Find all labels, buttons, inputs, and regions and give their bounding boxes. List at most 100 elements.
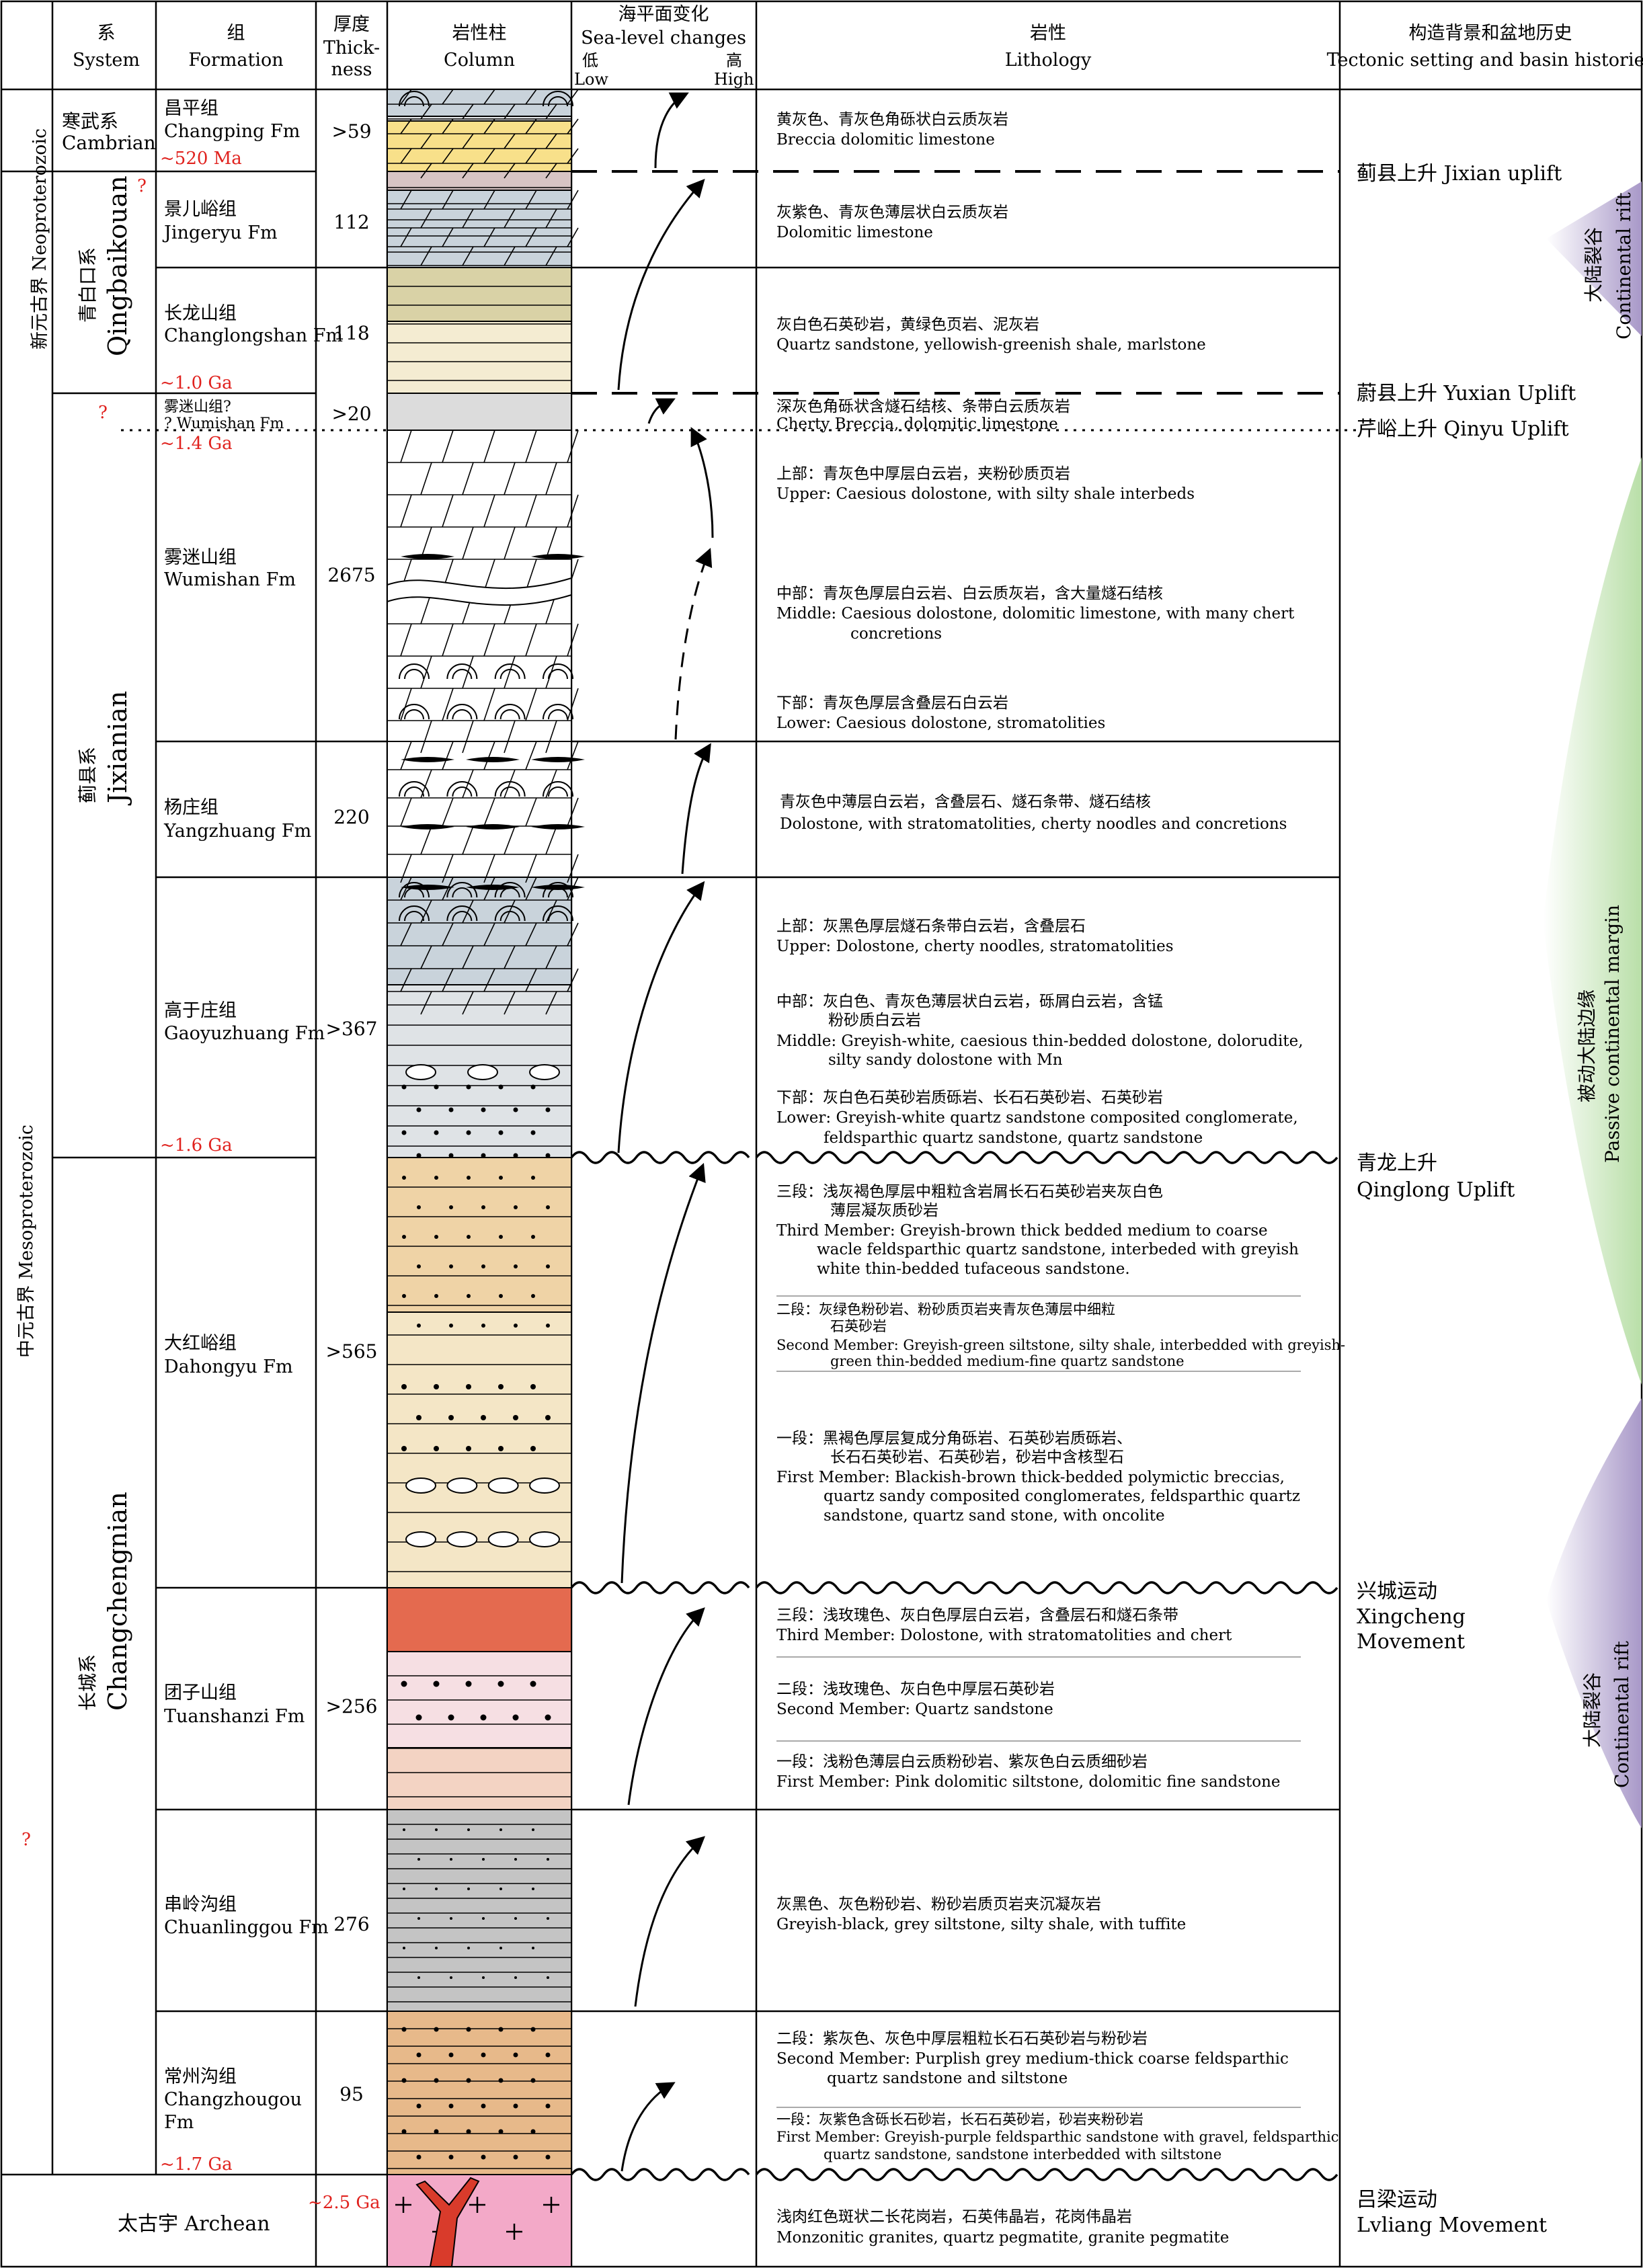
thick-yangzhuang: 220 bbox=[333, 806, 369, 828]
sand-dot bbox=[498, 1084, 504, 1090]
sand-dot bbox=[467, 1294, 471, 1298]
sand-dot bbox=[401, 1130, 407, 1135]
sand-dot bbox=[481, 1415, 486, 1420]
lith-tuanshanzi-en-2: Second Member: Quartz sandstone bbox=[776, 1701, 1053, 1718]
bed-line bbox=[545, 825, 557, 855]
header-sealevel-en: Sea-level changes bbox=[581, 28, 746, 48]
sand-dot bbox=[466, 2027, 471, 2032]
rift-lower-en: Continental rift bbox=[1611, 1640, 1633, 1788]
bed-line bbox=[483, 688, 495, 721]
lithology-column bbox=[387, 89, 572, 2267]
lith-gaoyuzhuang-en-2b: silty sandy dolostone with Mn bbox=[828, 1051, 1063, 1069]
sand-dot bbox=[531, 1294, 535, 1298]
lith-dahongyu-cn-1b: 薄层凝灰质砂岩 bbox=[830, 1202, 938, 1219]
unconformity-dashes bbox=[571, 170, 1340, 395]
sand-dot bbox=[433, 1680, 440, 1687]
sand-dot bbox=[530, 1084, 536, 1090]
lith-tuanshanzi-cn-3: 三段：浅玫瑰色、灰白色厚层白云岩，含叠层石和燧石条带 bbox=[776, 1607, 1178, 1624]
bed-line bbox=[525, 118, 537, 134]
bed-line bbox=[400, 741, 412, 770]
tect-qinglong-en: Qinglong Uplift bbox=[1357, 1178, 1515, 1202]
sand-dot bbox=[449, 1205, 453, 1209]
question-neo: ? bbox=[137, 176, 147, 196]
system-qingbaikou-cn: 青白口系 bbox=[77, 247, 99, 323]
fm-jingeryu-cn: 景儿峪组 bbox=[164, 199, 237, 220]
sand-dot bbox=[545, 2154, 551, 2160]
age-labels: ~520 Ma ~1.0 Ga ~1.4 Ga ~1.6 Ga ~1.7 Ga … bbox=[160, 149, 380, 2213]
stromatolite bbox=[494, 663, 526, 680]
lithology-symbols bbox=[395, 91, 585, 2240]
sand-dot bbox=[449, 1264, 453, 1268]
bed-line bbox=[525, 741, 537, 770]
bed-line bbox=[483, 89, 495, 105]
bed-line bbox=[442, 190, 454, 210]
sand-dot bbox=[532, 1888, 534, 1890]
sand-dot bbox=[514, 1264, 518, 1268]
bed-line bbox=[462, 899, 474, 924]
thick-tuanshanzi: >256 bbox=[326, 1695, 378, 1717]
bed-line bbox=[567, 968, 579, 992]
stromatolite bbox=[543, 663, 573, 680]
chert-nodule bbox=[466, 757, 520, 762]
header-thickness-en1: Thick- bbox=[323, 38, 380, 58]
passive-cn: 被动大陆边缘 bbox=[1576, 989, 1598, 1102]
fm-yangzhuang-cn: 杨庄组 bbox=[164, 797, 218, 818]
thick-gaoyuzhuang: >367 bbox=[326, 1018, 378, 1040]
bed-line bbox=[483, 854, 495, 883]
sand-dot bbox=[481, 2154, 486, 2160]
fm-tuanshanzi-cn: 团子山组 bbox=[164, 1683, 237, 1703]
bed-line bbox=[525, 148, 537, 164]
bed-line bbox=[504, 246, 516, 266]
sand-dot bbox=[530, 1130, 536, 1135]
bed-line bbox=[483, 559, 495, 592]
sand-dot bbox=[416, 2103, 422, 2109]
stromatolite bbox=[543, 905, 573, 922]
sand-dot bbox=[466, 1384, 471, 1389]
lith-wumishan-en-1: Upper: Caesious dolostone, with silty sh… bbox=[776, 485, 1195, 503]
system-jixian-en: Jixianian bbox=[103, 691, 132, 806]
bed-line bbox=[420, 462, 432, 495]
bed-line bbox=[400, 623, 412, 657]
stromatolite bbox=[446, 663, 478, 680]
sand-dot bbox=[448, 1714, 454, 1721]
layer-yangzhuang bbox=[387, 741, 572, 878]
era-mesoproterozoic: 中元古界 Mesoproterozoic bbox=[16, 1125, 37, 1358]
sand-dot bbox=[498, 2027, 504, 2032]
bed-line bbox=[525, 877, 537, 901]
bed-line bbox=[442, 877, 454, 901]
sand-dot bbox=[402, 1235, 406, 1239]
bed-line bbox=[504, 163, 516, 179]
lith-wumishan-cn-2: 中部：青灰色厚层白云岩、白云质灰岩，含大量燧石结核 bbox=[776, 585, 1163, 602]
age-2-5: ~2.5 Ga bbox=[308, 2193, 380, 2213]
sand-dot bbox=[466, 2129, 471, 2134]
bed-line bbox=[483, 623, 495, 657]
chert-nodule bbox=[401, 554, 454, 559]
sand-dot bbox=[417, 1205, 421, 1209]
sand-dot bbox=[434, 1446, 439, 1451]
bedding-lines bbox=[387, 89, 579, 2169]
sand-dot bbox=[513, 1415, 518, 1420]
bed-line bbox=[483, 494, 495, 528]
lith-dahongyu-cn-3b: 长石石英砂岩、石英砂岩，砂岩中含核型石 bbox=[830, 1449, 1124, 1466]
bed-line bbox=[483, 148, 495, 164]
sand-dot bbox=[403, 1947, 405, 1949]
lith-gaoyuzhuang-cn-2b: 粉砂质白云岩 bbox=[828, 1012, 921, 1029]
bed-line bbox=[567, 118, 579, 134]
sand-dot bbox=[530, 1384, 536, 1389]
gravel bbox=[467, 1064, 498, 1080]
bed-line bbox=[504, 462, 516, 495]
passive-margin-shape bbox=[1543, 457, 1642, 1385]
granite-vein bbox=[415, 2177, 480, 2267]
fm-tuanshanzi-en: Tuanshanzi Fm bbox=[164, 1706, 305, 1727]
bed-line bbox=[442, 741, 454, 770]
lith-changlongshan-cn: 灰白色石英砂岩，黄绿色页岩、泥灰岩 bbox=[776, 316, 1039, 333]
bed-line bbox=[462, 991, 474, 1015]
question-meso: ? bbox=[22, 1830, 31, 1850]
sand-dot bbox=[531, 1176, 535, 1180]
chert-nodule bbox=[531, 885, 585, 890]
sand-dot bbox=[448, 1153, 454, 1158]
thick-dahongyu: >565 bbox=[326, 1340, 378, 1363]
chert-nodule bbox=[531, 757, 585, 762]
sand-dot bbox=[545, 2103, 551, 2109]
tect-xingcheng-en1: Xingcheng bbox=[1357, 1605, 1466, 1629]
